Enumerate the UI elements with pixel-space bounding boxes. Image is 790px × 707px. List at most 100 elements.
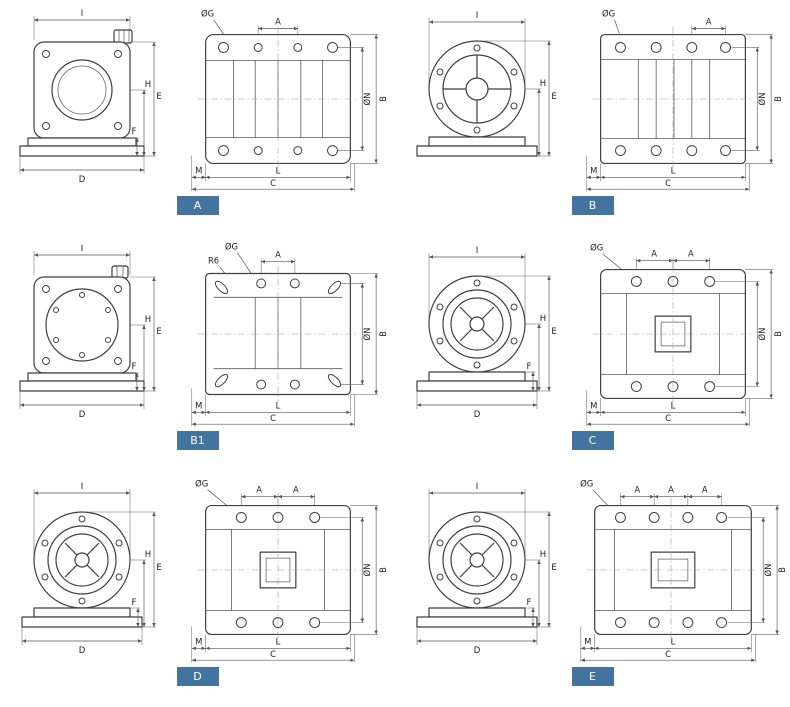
dim-D: D (19, 156, 144, 185)
dim-D: D (416, 627, 537, 656)
dim-label-G: ØG (590, 243, 603, 253)
panel-E-views: I D (395, 471, 790, 665)
dims-N-B: ØN B (727, 505, 787, 635)
dim-label-C: C (665, 178, 671, 188)
panel-badge-D: D (176, 667, 219, 686)
dim-D: D (19, 391, 144, 420)
dim-label-E: E (551, 563, 556, 573)
dim-label-B: B (378, 331, 388, 337)
dim-label-N: ØN (362, 93, 372, 106)
dim-label-N: ØN (763, 564, 773, 577)
panel-D-views: I D (0, 471, 395, 665)
panel-C-views: I D (395, 235, 790, 429)
dim-label-L: L (275, 400, 280, 410)
dim-label-I: I (80, 482, 83, 492)
dims-N-B: ØN B (730, 34, 783, 164)
motor-housing (415, 40, 538, 157)
motor-housing (18, 276, 145, 392)
side-view-drawing-D: ØG A A (190, 479, 388, 663)
motor-body (592, 261, 753, 407)
dims-EFH: E H F (83, 511, 161, 628)
dim-label-H: H (144, 550, 150, 560)
dim-I: I (428, 246, 525, 324)
dim-label-B: B (378, 96, 388, 102)
dim-D: D (21, 627, 142, 656)
dim-I: I (33, 482, 130, 560)
end-view-drawing-B1: I (18, 244, 161, 420)
dims-MLC: M L C (190, 388, 355, 427)
dim-label-G: ØG (601, 9, 614, 19)
side-view-drawing-A: ØG A (190, 9, 388, 192)
dim-label-F: F (131, 362, 136, 372)
dim-label-F: F (526, 598, 531, 608)
motor-housing (415, 511, 538, 628)
dim-label-H: H (144, 80, 150, 90)
dims-MLC: M L C (585, 155, 750, 192)
panel-badge-B: B (571, 196, 614, 215)
dim-label-A1: A (651, 249, 657, 259)
panel-badge-C: C (571, 431, 614, 450)
panel-B1-views: I (0, 235, 395, 429)
dim-label-D: D (78, 175, 85, 185)
dim-label-I: I (475, 246, 478, 256)
dim-label-D: D (473, 646, 480, 656)
dim-label-G: ØG (224, 242, 237, 252)
dim-label-G: ØG (195, 479, 208, 489)
panel-badge-E: E (571, 667, 614, 686)
dim-I: I (33, 244, 130, 275)
dim-label-N: ØN (362, 564, 372, 577)
dims-EFH: E H F (129, 41, 161, 157)
dim-label-I: I (80, 9, 83, 19)
dim-label-I: I (475, 11, 478, 21)
dim-label-A3: A (701, 485, 707, 495)
dim-label-H: H (539, 314, 545, 324)
dims-N-B: ØN B (339, 273, 388, 395)
dim-label-M: M (195, 636, 202, 646)
dim-label-N: ØN (757, 328, 767, 341)
panel-badge-B1: B1 (176, 431, 219, 450)
dim-label-M: M (195, 165, 202, 175)
side-view-drawing-B1: ØG R6 A (190, 242, 388, 427)
end-view-drawing-C: I D (415, 246, 556, 420)
dim-label-C: C (665, 649, 671, 659)
dim-label-I: I (80, 244, 83, 254)
dim-label-D: D (78, 410, 85, 420)
motor-body (197, 265, 358, 403)
dim-label-A1: A (634, 485, 640, 495)
dim-label-E: E (156, 327, 161, 337)
dim-label-C: C (270, 178, 276, 188)
dim-label-D: D (473, 410, 480, 420)
dim-label-E: E (551, 327, 556, 337)
end-view-drawing-B: I E (415, 11, 556, 157)
dims-MLC: M L C (190, 155, 355, 192)
dim-label-B: B (773, 96, 783, 102)
motor-body (197, 497, 358, 643)
dim-label-N: ØN (362, 328, 372, 341)
dim-label-H: H (539, 79, 545, 89)
dim-label-A2: A (687, 249, 693, 259)
dim-label-F: F (131, 598, 136, 608)
dim-label-R6: R6 (207, 256, 218, 266)
dim-label-A2: A (668, 485, 674, 495)
dim-label-A: A (275, 17, 281, 27)
motor-housing (415, 275, 538, 392)
dim-label-L: L (275, 636, 280, 646)
dim-D: D (416, 391, 537, 420)
dim-label-G: ØG (580, 479, 593, 489)
dims-MLC: M L C (585, 390, 750, 427)
dims-EFH: E H F (478, 275, 556, 392)
side-view-drawing-E: ØG A A A (580, 479, 787, 663)
dim-I: I (428, 11, 525, 89)
dim-label-N: ØN (757, 93, 767, 106)
end-view-drawing-A: I D (18, 9, 161, 185)
dim-label-C: C (270, 649, 276, 659)
end-view-drawing-D: I D (20, 482, 161, 656)
dims-EFH: E H F (478, 511, 556, 628)
dim-label-B: B (773, 331, 783, 337)
panel-B: I E (395, 0, 790, 235)
motor-body (592, 26, 753, 172)
dim-I: I (428, 482, 525, 560)
panel-B-views: I E (395, 0, 790, 194)
